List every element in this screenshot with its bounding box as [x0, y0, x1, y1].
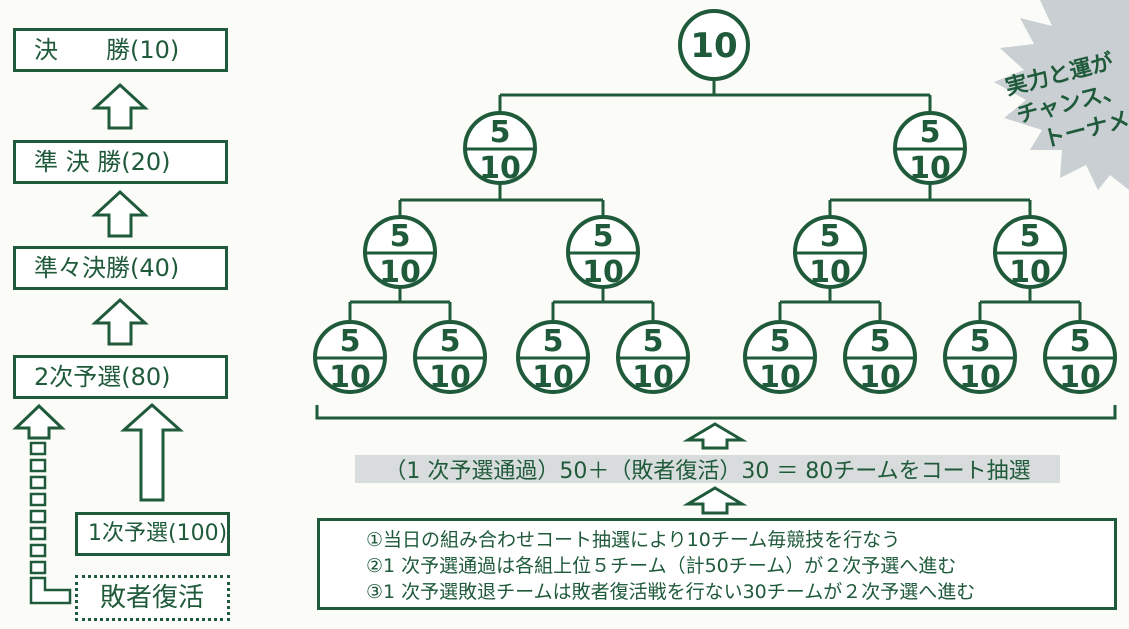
bracket-node: 510 — [616, 320, 690, 395]
bracket-root-node: 10 — [678, 9, 750, 81]
root-node-label: 10 — [690, 26, 737, 66]
node-top-label: 5 — [490, 115, 511, 150]
bracket-node: 510 — [313, 320, 387, 395]
note-line-3: ③1 次予選敗退チームは敗者復活戦を行ない30チームが２次予選へ進む — [366, 581, 976, 603]
stage-final: 決 勝(10) — [13, 28, 228, 72]
node-top-label: 5 — [1070, 324, 1091, 359]
stage-second-prelim: 2次予選(80) — [13, 355, 228, 399]
node-top-label: 5 — [970, 324, 991, 359]
bracket-node: 510 — [893, 111, 967, 186]
draw-caption: （1 次予選通過）50＋（敗者復活）30 ＝ 80チームをコート抽選 — [355, 455, 1060, 484]
node-top-label: 5 — [593, 219, 614, 254]
bracket-node: 510 — [793, 215, 867, 290]
node-bottom-label: 10 — [859, 360, 901, 395]
stage-repechage-label: 敗者復活 — [100, 583, 205, 613]
node-bottom-label: 10 — [759, 360, 801, 395]
node-bottom-label: 10 — [532, 360, 574, 395]
stage-quarterfinal: 準々決勝(40) — [13, 246, 228, 290]
up-arrow-icon — [91, 82, 149, 130]
node-top-label: 5 — [1020, 219, 1041, 254]
node-top-label: 5 — [870, 324, 891, 359]
stage-semifinal: 準 決 勝(20) — [13, 140, 228, 184]
node-bottom-label: 10 — [809, 255, 851, 290]
bracket-node: 510 — [413, 320, 487, 395]
node-bottom-label: 10 — [582, 255, 624, 290]
node-top-label: 5 — [770, 324, 791, 359]
bracket-node: 510 — [843, 320, 917, 395]
left-flow-arrows — [12, 82, 184, 605]
bracket-node: 510 — [943, 320, 1017, 395]
node-top-label: 5 — [340, 324, 361, 359]
bracket-node: 510 — [516, 320, 590, 395]
rules-notes: ①当日の組み合わせコート抽選により10チーム毎競技を行なう ②1 次予選通過は各… — [317, 518, 1117, 610]
node-bottom-label: 10 — [429, 360, 471, 395]
stage-final-label: 決 勝(10) — [34, 36, 180, 64]
stage-repechage: 敗者復活 — [75, 575, 230, 621]
node-bottom-label: 10 — [329, 360, 371, 395]
node-top-label: 5 — [440, 324, 461, 359]
bracket-node: 510 — [743, 320, 817, 395]
node-top-label: 5 — [920, 115, 941, 150]
node-bottom-label: 10 — [379, 255, 421, 290]
node-bottom-label: 10 — [479, 151, 521, 186]
node-top-label: 5 — [643, 324, 664, 359]
bracket-node: 510 — [566, 215, 640, 290]
up-arrow-icon — [91, 297, 149, 346]
bracket-node: 510 — [363, 215, 437, 290]
stage-second-prelim-label: 2次予選(80) — [34, 363, 171, 391]
note-line-2: ②1 次予選通過は各組上位５チーム（計50チーム）が２次予選へ進む — [366, 555, 957, 577]
up-arrow-icon — [682, 486, 748, 515]
up-arrow-icon — [682, 422, 748, 450]
node-bottom-label: 10 — [1009, 255, 1051, 290]
stage-first-prelim-label: 1次予選(100) — [88, 521, 228, 546]
node-top-label: 5 — [390, 219, 411, 254]
bracket-node: 510 — [993, 215, 1067, 290]
node-bottom-label: 10 — [909, 151, 951, 186]
stage-quarterfinal-label: 準々決勝(40) — [34, 254, 180, 282]
node-bottom-label: 10 — [1059, 360, 1101, 395]
up-arrow-icon — [91, 189, 149, 238]
node-top-label: 5 — [543, 324, 564, 359]
stage-semifinal-label: 準 決 勝(20) — [34, 148, 171, 176]
up-arrow-icon — [12, 403, 66, 440]
note-line-1: ①当日の組み合わせコート抽選により10チーム毎競技を行なう — [366, 529, 901, 551]
bracket-node: 510 — [463, 111, 537, 186]
node-bottom-label: 10 — [632, 360, 674, 395]
node-top-label: 5 — [820, 219, 841, 254]
stage-first-prelim: 1次予選(100) — [75, 512, 230, 556]
starburst-callout: 実力と運が チャンス、 トーナメ — [994, 0, 1129, 190]
node-bottom-label: 10 — [959, 360, 1001, 395]
bracket-node: 510 — [1043, 320, 1117, 395]
up-arrow-icon — [120, 402, 184, 502]
